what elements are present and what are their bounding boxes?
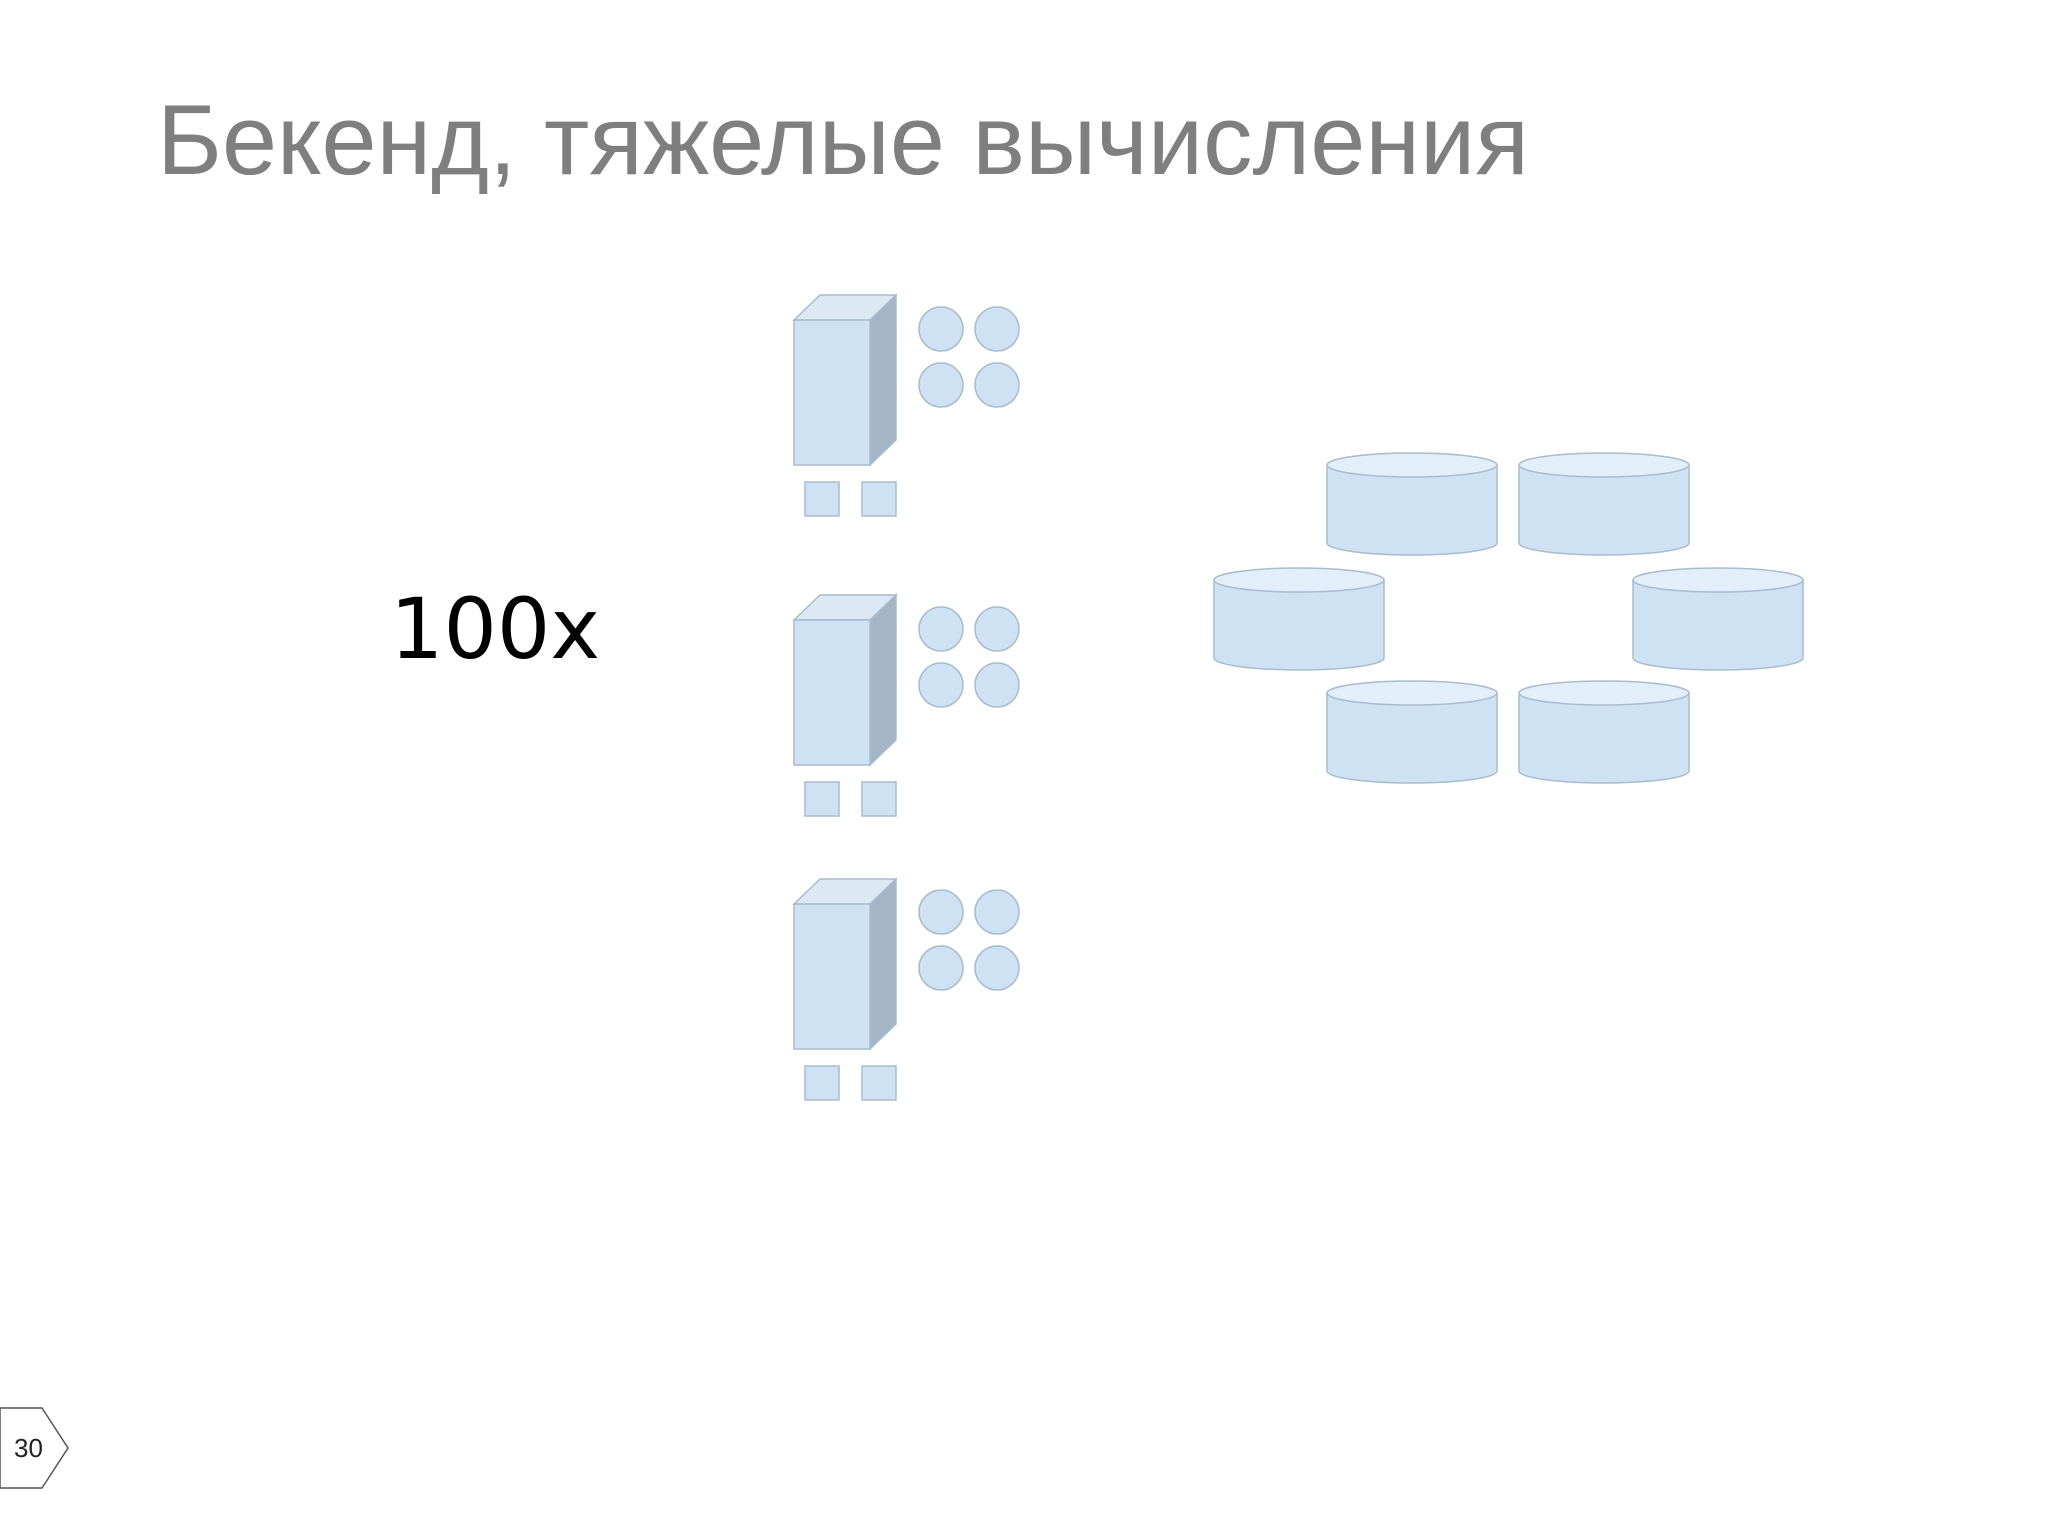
disk-icon: [861, 1065, 897, 1101]
database-cylinder-icon: [1326, 452, 1498, 556]
storage-cluster: [1213, 452, 1804, 784]
page-number: 30: [14, 1433, 43, 1463]
cpu-core-icon: [918, 889, 964, 935]
database-cylinder-icon: [1518, 680, 1690, 784]
disk-icon: [861, 481, 897, 517]
multiplier-label: 100x: [390, 580, 601, 678]
cpu-core-icon: [974, 662, 1020, 708]
cpu-core-icon: [974, 362, 1020, 408]
disk-icon: [861, 781, 897, 817]
cpu-core-icon: [918, 306, 964, 352]
server-node: [792, 593, 1020, 817]
cpu-core-icon: [918, 362, 964, 408]
disk-icon: [804, 1065, 840, 1101]
server-box-icon: [792, 293, 898, 467]
cpu-core-icon: [918, 606, 964, 652]
database-cylinder-icon: [1213, 567, 1385, 671]
cpu-core-icon: [974, 606, 1020, 652]
server-node: [792, 877, 1020, 1101]
database-cylinder-icon: [1326, 680, 1498, 784]
cpu-core-icon: [974, 306, 1020, 352]
server-box-icon: [792, 593, 898, 767]
page-marker-icon: [0, 1407, 69, 1489]
cpu-core-icon: [918, 945, 964, 991]
cpu-core-icon: [974, 945, 1020, 991]
server-box-icon: [792, 877, 898, 1051]
slide-title: Бекенд, тяжелые вычисления: [157, 84, 1529, 195]
cpu-core-icon: [918, 662, 964, 708]
cpu-core-icon: [974, 889, 1020, 935]
database-cylinder-icon: [1518, 452, 1690, 556]
database-cylinder-icon: [1632, 567, 1804, 671]
disk-icon: [804, 781, 840, 817]
disk-icon: [804, 481, 840, 517]
server-node: [792, 293, 1020, 517]
